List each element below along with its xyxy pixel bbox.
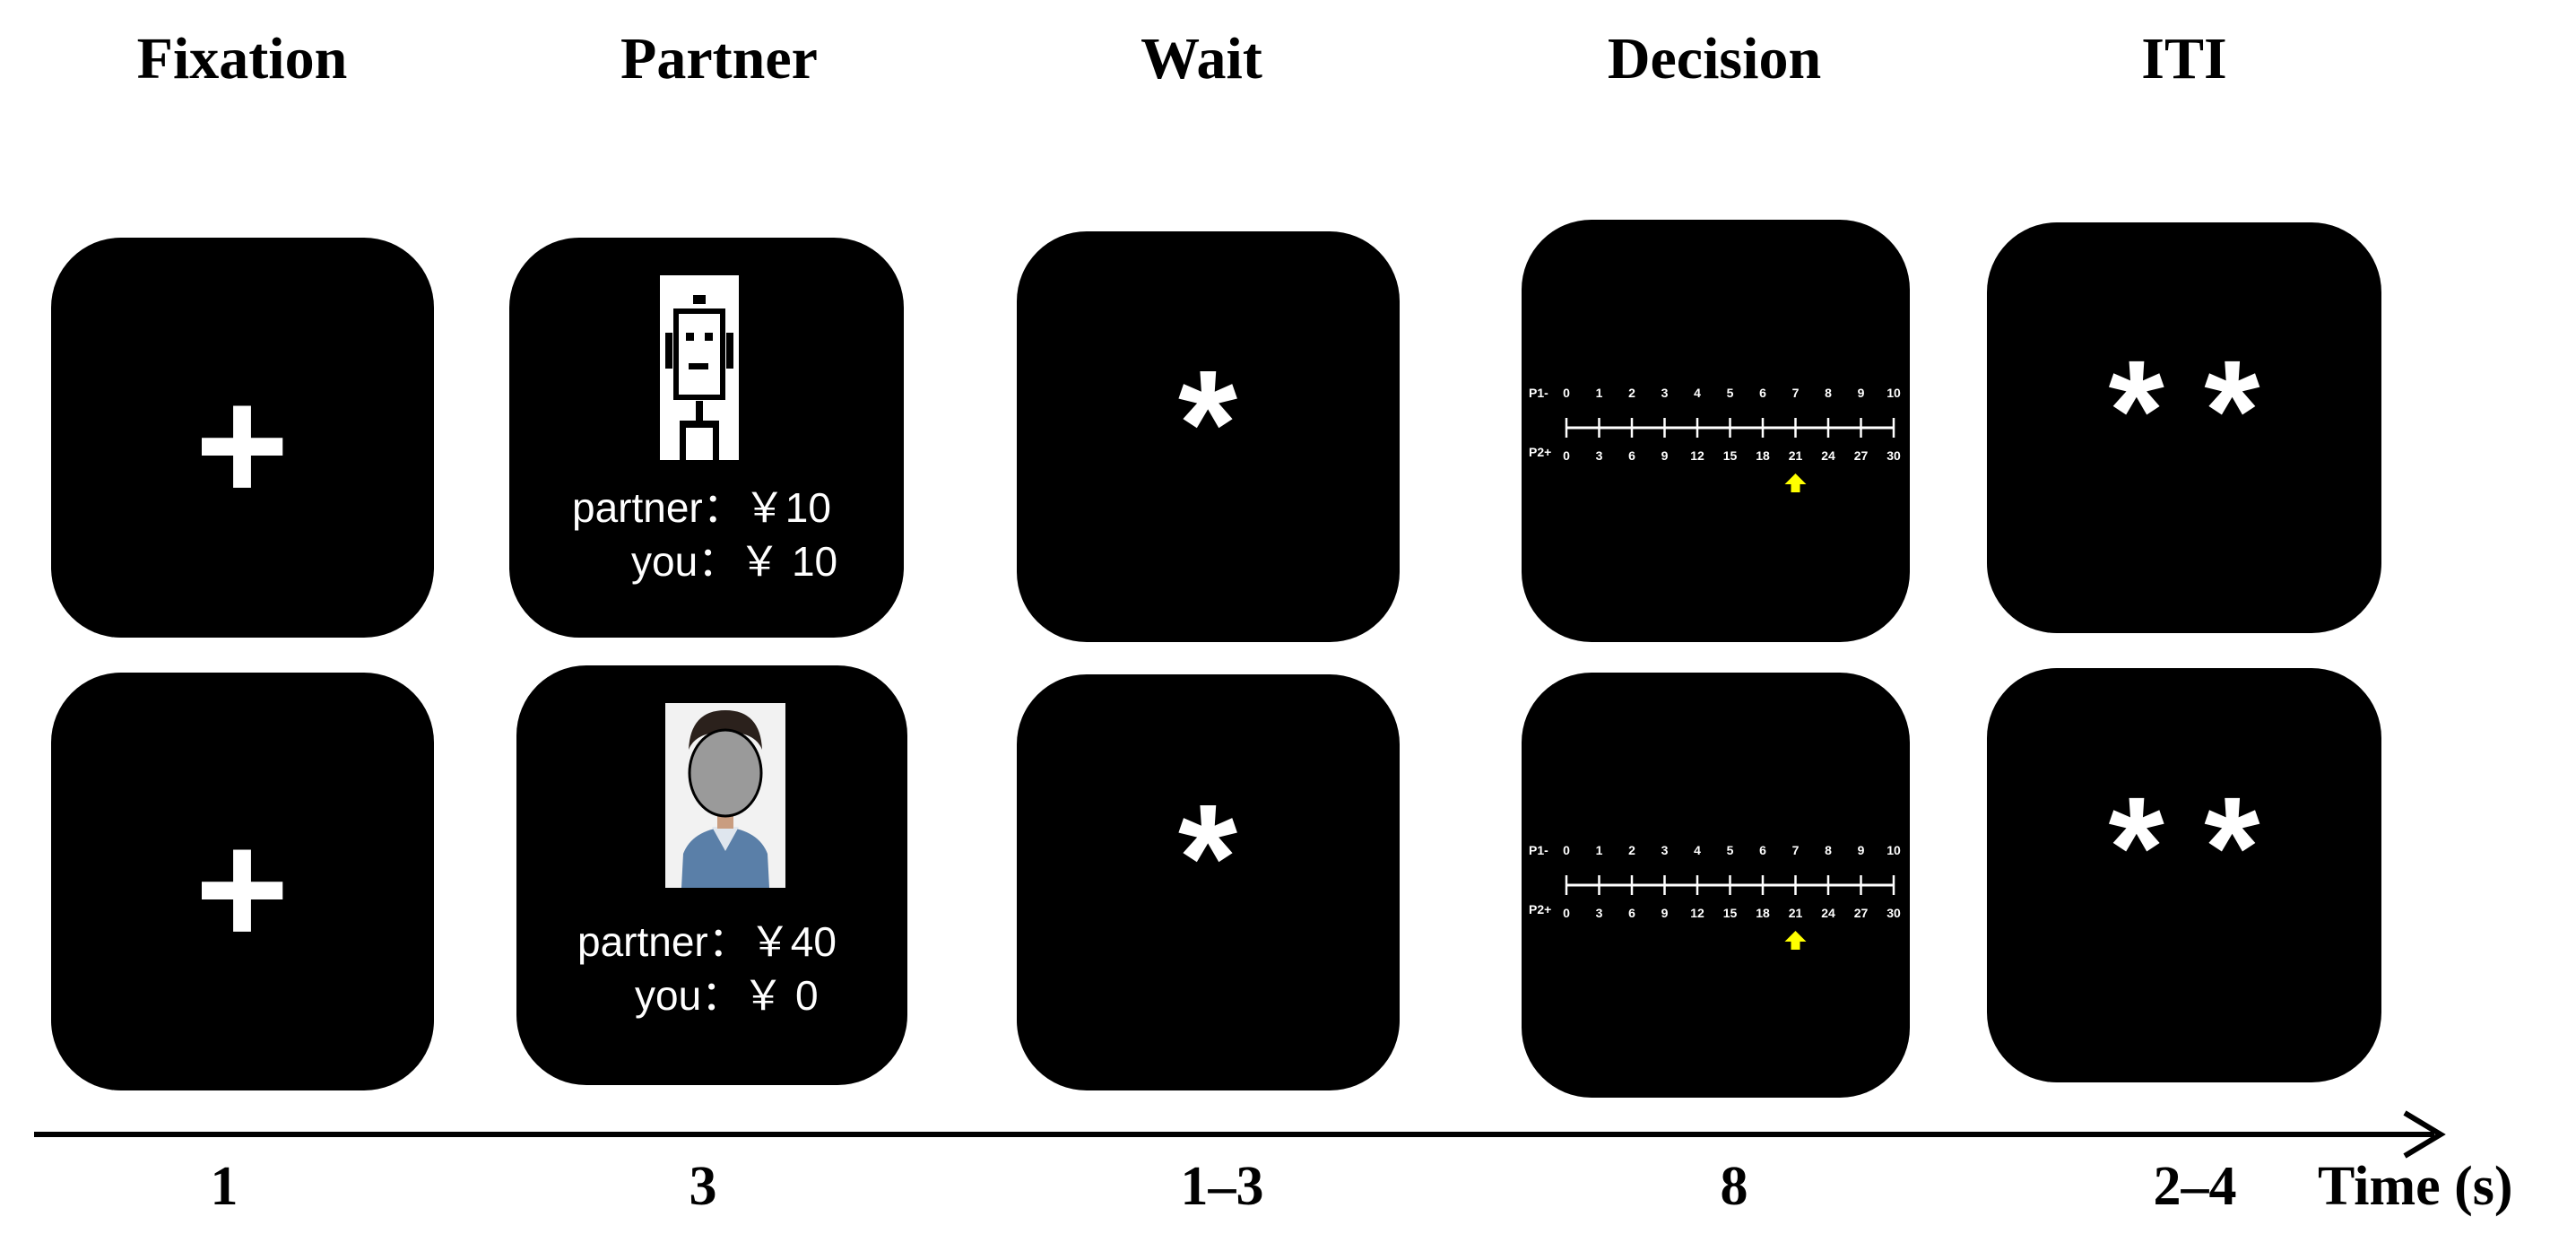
human-face-photo bbox=[665, 703, 785, 888]
p2-value: 12 bbox=[1690, 906, 1704, 920]
p1-value: 8 bbox=[1825, 386, 1832, 400]
p1-value: 3 bbox=[1661, 843, 1669, 857]
p2-value: 6 bbox=[1628, 906, 1635, 920]
p1-value: 7 bbox=[1792, 843, 1800, 857]
p2-value: 3 bbox=[1596, 906, 1603, 920]
p2-value: 24 bbox=[1821, 906, 1835, 920]
stage-title-iti: ITI bbox=[2141, 26, 2227, 91]
stage-title-wait: Wait bbox=[1141, 26, 1262, 91]
duration-decision: 8 bbox=[1720, 1156, 1748, 1217]
wait-asterisk: * bbox=[1177, 773, 1238, 943]
p2-value: 12 bbox=[1690, 448, 1704, 463]
p1-value: 3 bbox=[1661, 386, 1669, 400]
p1-value: 5 bbox=[1727, 386, 1734, 400]
p2-value: 24 bbox=[1821, 448, 1835, 463]
fixation-screen-top: + bbox=[51, 238, 434, 638]
p1-value: 4 bbox=[1694, 386, 1701, 400]
duration-fixation: 1 bbox=[210, 1156, 239, 1217]
timeline-arrow bbox=[34, 1110, 2446, 1159]
p1-value: 5 bbox=[1727, 843, 1734, 857]
p1-value: 9 bbox=[1858, 843, 1865, 857]
p2-label: P2+ bbox=[1529, 445, 1551, 459]
decision-screen-bottom: P1- P2+ 0 0 1 3 2 6 3 9 4 12 5 15 6 18 7 21 8 24 9 27 10 30 bbox=[1522, 673, 1910, 1098]
p2-value: 0 bbox=[1563, 448, 1570, 463]
selection-arrow-icon bbox=[1784, 931, 1807, 950]
decision-screen-top: P1- P2+ 0 0 1 3 2 6 3 9 4 12 5 15 6 18 7 21 8 24 9 27 10 30 bbox=[1522, 220, 1910, 642]
p2-value: 0 bbox=[1563, 906, 1570, 920]
p1-value: 2 bbox=[1628, 386, 1635, 400]
decision-scale: P1- P2+ 0 0 1 3 2 6 3 9 4 12 5 15 6 18 7 21 8 24 9 27 10 30 bbox=[1529, 843, 1901, 950]
p2-value: 6 bbox=[1628, 448, 1635, 463]
partner-screen-top: partner：￥10 you：￥ 10 bbox=[509, 238, 904, 638]
p1-value: 4 bbox=[1694, 843, 1701, 857]
p1-value: 6 bbox=[1759, 843, 1766, 857]
robot-icon bbox=[660, 275, 739, 460]
p2-value: 27 bbox=[1854, 448, 1869, 463]
duration-partner: 3 bbox=[689, 1156, 717, 1217]
p1-label: P1- bbox=[1529, 843, 1548, 857]
fixation-screen-bottom: + bbox=[51, 673, 434, 1090]
iti-asterisks: * * bbox=[2108, 330, 2260, 491]
p2-value: 30 bbox=[1886, 448, 1901, 463]
p1-value: 10 bbox=[1886, 386, 1901, 400]
iti-screen-top: * * bbox=[1987, 222, 2381, 633]
wait-screen-top: * bbox=[1017, 231, 1400, 642]
p2-value: 3 bbox=[1596, 448, 1603, 463]
p1-value: 2 bbox=[1628, 843, 1635, 857]
p1-value: 6 bbox=[1759, 386, 1766, 400]
partner-payoff-line: partner：￥40 bbox=[577, 918, 837, 965]
stage-title-fixation: Fixation bbox=[136, 26, 348, 91]
p2-label: P2+ bbox=[1529, 902, 1551, 917]
p2-value: 21 bbox=[1789, 906, 1803, 920]
p1-value: 0 bbox=[1563, 386, 1570, 400]
p1-value: 9 bbox=[1858, 386, 1865, 400]
p1-value: 8 bbox=[1825, 843, 1832, 857]
p2-value: 27 bbox=[1854, 906, 1869, 920]
p2-value: 21 bbox=[1789, 448, 1803, 463]
fixation-cross: + bbox=[195, 355, 290, 535]
p2-value: 15 bbox=[1723, 448, 1738, 463]
p2-value: 18 bbox=[1756, 906, 1770, 920]
selection-arrow-icon bbox=[1784, 473, 1807, 492]
decision-scale: P1- P2+ 0 0 1 3 2 6 3 9 4 12 5 15 6 18 7 21 8 24 9 27 10 30 bbox=[1529, 386, 1901, 492]
you-payoff-line: you：￥ 0 bbox=[635, 972, 819, 1019]
p2-value: 9 bbox=[1661, 906, 1669, 920]
you-payoff-line: you：￥ 10 bbox=[631, 538, 838, 585]
p1-value: 0 bbox=[1563, 843, 1570, 857]
stage-title-partner: Partner bbox=[620, 26, 818, 91]
p2-value: 15 bbox=[1723, 906, 1738, 920]
stage-title-decision: Decision bbox=[1607, 26, 1822, 91]
iti-asterisks: * * bbox=[2108, 767, 2260, 927]
wait-screen-bottom: * bbox=[1017, 674, 1400, 1090]
p1-value: 7 bbox=[1792, 386, 1800, 400]
p1-value: 1 bbox=[1596, 386, 1603, 400]
duration-wait: 1–3 bbox=[1180, 1156, 1264, 1217]
p2-value: 9 bbox=[1661, 448, 1669, 463]
partner-payoff-line: partner：￥10 bbox=[572, 484, 831, 531]
p1-label: P1- bbox=[1529, 386, 1548, 400]
p2-value: 30 bbox=[1886, 906, 1901, 920]
wait-asterisk: * bbox=[1177, 339, 1238, 509]
p1-value: 10 bbox=[1886, 843, 1901, 857]
partner-screen-bottom: partner：￥40 you：￥ 0 bbox=[516, 665, 907, 1085]
p2-value: 18 bbox=[1756, 448, 1770, 463]
p1-value: 1 bbox=[1596, 843, 1603, 857]
time-axis-label: Time (s) bbox=[2318, 1156, 2513, 1217]
iti-screen-bottom: * * bbox=[1987, 668, 2381, 1082]
duration-iti: 2–4 bbox=[2153, 1156, 2237, 1217]
fixation-cross: + bbox=[195, 799, 290, 979]
